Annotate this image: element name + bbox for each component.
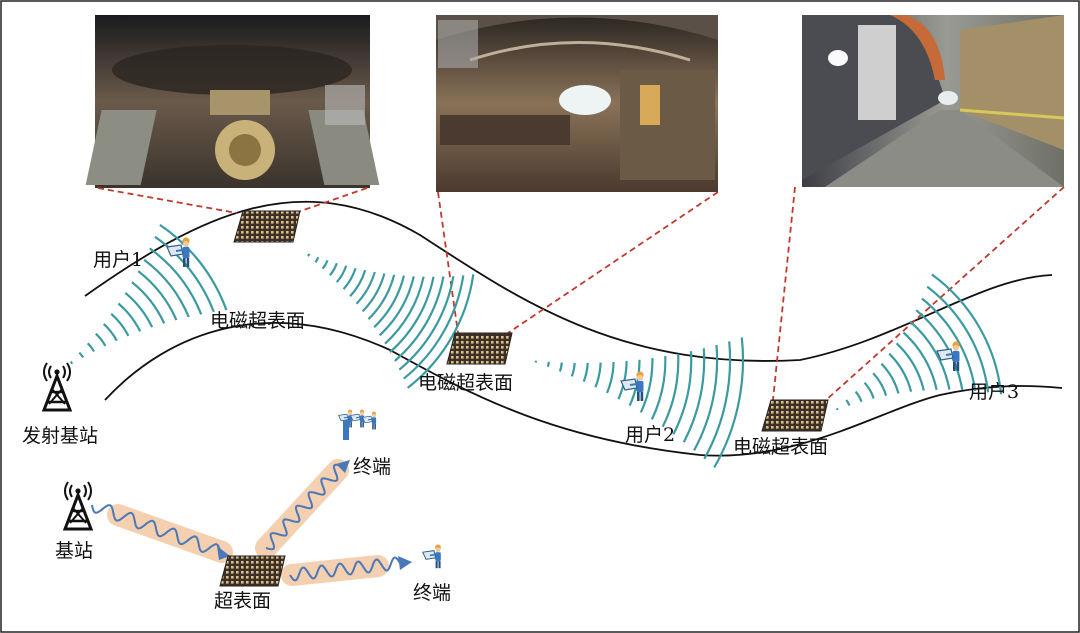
wave-arc xyxy=(546,361,550,368)
wave-arc xyxy=(389,276,435,354)
wave-arc xyxy=(154,235,215,313)
tunnel-upper-wall xyxy=(84,200,1053,362)
wave-arc xyxy=(582,362,589,382)
photo-link-lines xyxy=(97,186,1065,401)
wave-arc xyxy=(373,275,405,328)
wave-arc xyxy=(672,351,693,435)
tower-icon xyxy=(42,361,72,412)
wave-arc xyxy=(407,274,475,389)
wave-arc xyxy=(909,320,951,390)
wave-arc xyxy=(570,362,576,377)
metasurface-icon xyxy=(761,399,829,432)
wave-arc xyxy=(384,276,425,345)
wave-arc xyxy=(314,256,320,263)
wave-arc xyxy=(661,353,680,428)
wave-arc xyxy=(880,362,900,394)
wave-arc xyxy=(78,351,85,358)
tunnel-photo-1 xyxy=(85,15,380,188)
tunnel-lower-wall xyxy=(104,322,1063,457)
wave-arc xyxy=(854,390,863,403)
worker-icon xyxy=(421,543,442,570)
label-user1: 用户1 xyxy=(93,249,143,271)
wave-arc xyxy=(888,352,913,392)
wave-arc xyxy=(915,309,964,391)
metasurface-icon xyxy=(233,210,301,243)
wave-arc xyxy=(307,253,311,257)
label-inset-base-station: 基站 xyxy=(55,540,93,562)
label-inset-metasurface: 超表面 xyxy=(214,590,271,612)
wave-arc xyxy=(342,267,357,290)
wave-arc xyxy=(703,341,732,460)
wave-arc xyxy=(361,273,386,313)
user-group-icon xyxy=(338,409,377,440)
wave-arc xyxy=(159,223,228,311)
inset-schematic: 基站 超表面 终端 终端 xyxy=(55,409,451,612)
wave-arc xyxy=(682,348,706,443)
wave-arc xyxy=(69,360,74,365)
label-metasurface-2: 电磁超表面 xyxy=(418,372,513,394)
wave-arc xyxy=(931,273,1003,395)
wave-arc xyxy=(349,269,367,298)
wave-arc xyxy=(845,399,851,406)
wave-arc xyxy=(378,276,415,337)
metasurface-icon xyxy=(219,555,286,587)
wave-arc xyxy=(895,342,925,391)
wave-arc xyxy=(124,292,154,328)
label-inset-terminal-top: 终端 xyxy=(353,456,391,478)
wave-arc xyxy=(921,297,977,392)
wave-arc xyxy=(558,362,563,372)
metasurface-icon xyxy=(446,332,513,365)
wave-arc xyxy=(110,312,130,337)
tunnel-photo-2 xyxy=(436,15,718,192)
wave-arc xyxy=(863,381,875,399)
signal-waves xyxy=(69,223,1003,469)
tower-icon xyxy=(63,480,93,531)
wave-arc xyxy=(394,276,445,362)
wave-arc xyxy=(335,265,348,283)
wave-arc xyxy=(650,356,667,420)
wave-arc xyxy=(594,362,602,388)
tunnel-photo-3 xyxy=(802,15,1065,187)
label-user2: 用户2 xyxy=(625,424,675,446)
wave-arc xyxy=(329,262,338,277)
wave-arc xyxy=(398,276,455,371)
wave-arc xyxy=(639,358,654,413)
wave-arc xyxy=(131,281,166,324)
wave-arc xyxy=(95,332,107,347)
wave-arc xyxy=(355,271,376,305)
wave-arc xyxy=(926,285,990,393)
wave-arc xyxy=(872,372,888,397)
wave-arc xyxy=(117,302,142,332)
wave-arc xyxy=(367,274,396,320)
wave-arc xyxy=(403,275,465,380)
wave-arc xyxy=(693,344,719,451)
wave-arc xyxy=(102,323,118,342)
wave-arc xyxy=(321,259,329,270)
wave-arc xyxy=(902,331,938,391)
wave-arc xyxy=(835,407,839,411)
wave-arc xyxy=(605,361,615,394)
wave-arc xyxy=(86,342,96,353)
label-base-station-tx: 发射基站 xyxy=(22,425,98,447)
wave-arc xyxy=(137,270,178,321)
label-inset-terminal-right: 终端 xyxy=(413,582,451,604)
wave-arc xyxy=(149,247,203,315)
label-metasurface-1: 电磁超表面 xyxy=(210,310,305,332)
wave-arc xyxy=(713,337,745,469)
label-user3: 用户3 xyxy=(969,381,1019,403)
label-metasurface-3: 电磁超表面 xyxy=(733,436,828,458)
wave-arc xyxy=(143,258,190,318)
